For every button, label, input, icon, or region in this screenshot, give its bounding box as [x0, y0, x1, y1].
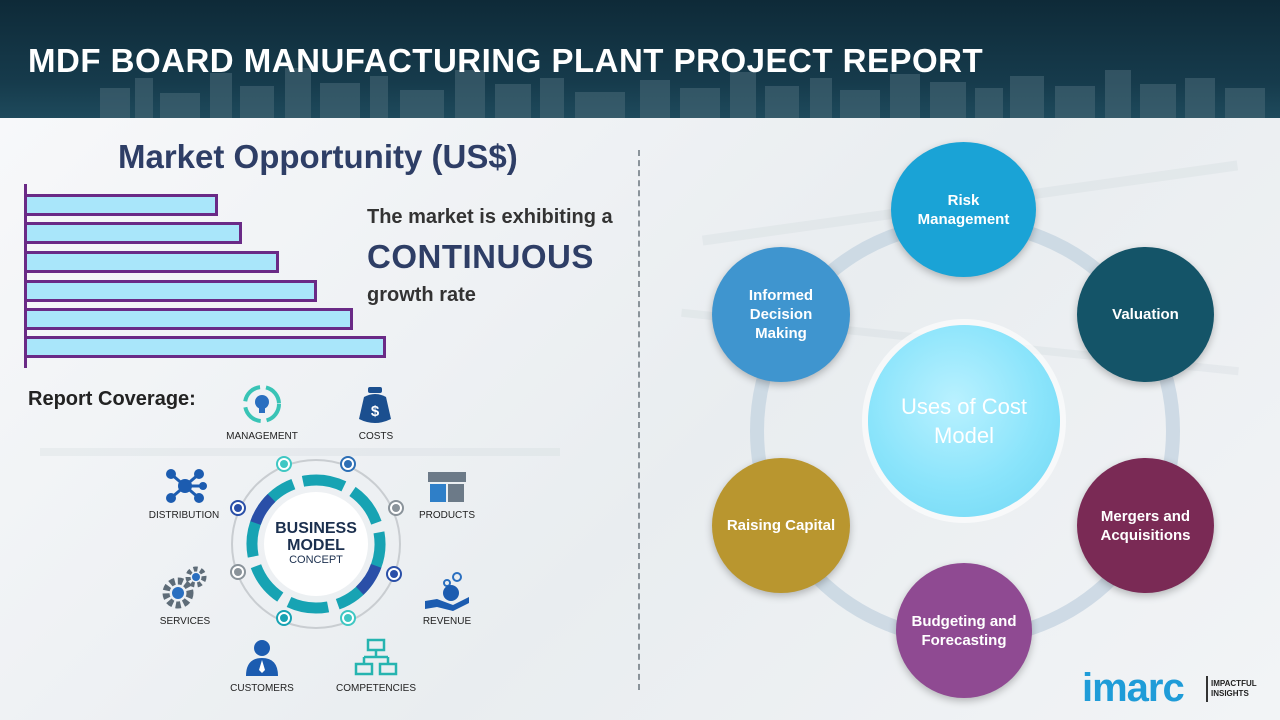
market-text-line3: growth rate — [367, 284, 476, 306]
city-skyline-graphic — [100, 68, 1265, 118]
page-title: MDF BOARD MANUFACTURING PLANT PROJECT RE… — [28, 42, 984, 79]
cycle-bulb-icon — [243, 385, 281, 423]
node-label: Budgeting and Forecasting — [911, 612, 1017, 649]
market-bar — [27, 251, 279, 273]
coverage-label-costs: COSTS — [358, 431, 394, 442]
coverage-label-products: PRODUCTS — [418, 510, 476, 521]
market-bar — [27, 222, 242, 244]
concept-line1: BUSINESS — [275, 520, 357, 537]
coverage-label-customers: CUSTOMERS — [230, 683, 294, 694]
person-icon — [246, 640, 278, 676]
gears-icon — [162, 566, 207, 609]
concept-line3: CONCEPT — [289, 554, 343, 566]
market-bar — [27, 336, 386, 358]
coverage-label-management: MANAGEMENT — [226, 431, 298, 442]
node-label: Mergers and Acquisitions — [1100, 507, 1191, 544]
market-highlight: CONTINUOUS — [367, 238, 594, 275]
concept-line2: MODEL — [287, 537, 345, 554]
money-bag-icon: $ — [359, 387, 391, 423]
node-budgeting-forecasting: Budgeting and Forecasting — [896, 563, 1032, 698]
node-risk-management: Risk Management — [891, 142, 1036, 277]
node-label: Risk Management — [917, 191, 1010, 228]
svg-text:$: $ — [371, 403, 380, 420]
coverage-label-distribution: DISTRIBUTION — [148, 510, 220, 521]
bar-chart-axis — [24, 184, 27, 368]
center-label: Uses of Cost Model — [901, 394, 1027, 448]
header-banner: MDF BOARD MANUFACTURING PLANT PROJECT RE… — [0, 0, 1280, 118]
market-bar — [27, 280, 317, 302]
node-raising-capital: Raising Capital — [712, 458, 850, 593]
node-valuation: Valuation — [1077, 247, 1214, 382]
market-bar — [27, 308, 353, 330]
logo-separator — [1206, 676, 1208, 702]
imarc-logo: imarc — [1082, 666, 1185, 710]
network-icon — [166, 469, 207, 503]
node-mergers-acquisitions: Mergers and Acquisitions — [1077, 458, 1214, 593]
node-label: Informed Decision Making — [748, 287, 814, 342]
boxes-icon — [428, 472, 466, 502]
coverage-label-services: SERVICES — [159, 616, 211, 627]
business-model-wheel — [230, 456, 404, 629]
logo-tagline: IMPACTFUL INSIGHTS — [1211, 679, 1257, 698]
market-bar — [27, 194, 218, 216]
hierarchy-icon — [354, 638, 398, 676]
coverage-label-competencies: COMPETENCIES — [335, 683, 416, 694]
coverage-title: Report Coverage: — [28, 388, 196, 410]
hand-coins-icon — [425, 572, 469, 611]
market-text-line1: The market is exhibiting a — [367, 206, 613, 228]
market-title: Market Opportunity (US$) — [118, 138, 518, 175]
coverage-label-revenue: REVENUE — [422, 616, 472, 627]
section-divider — [638, 150, 640, 690]
node-label: Valuation — [1112, 306, 1179, 323]
node-label: Raising Capital — [726, 517, 836, 534]
center-circle: Uses of Cost Model — [868, 325, 1060, 517]
business-model-title: BUSINESS MODEL — [228, 520, 404, 554]
node-informed-decision-making: Informed Decision Making — [712, 247, 850, 382]
